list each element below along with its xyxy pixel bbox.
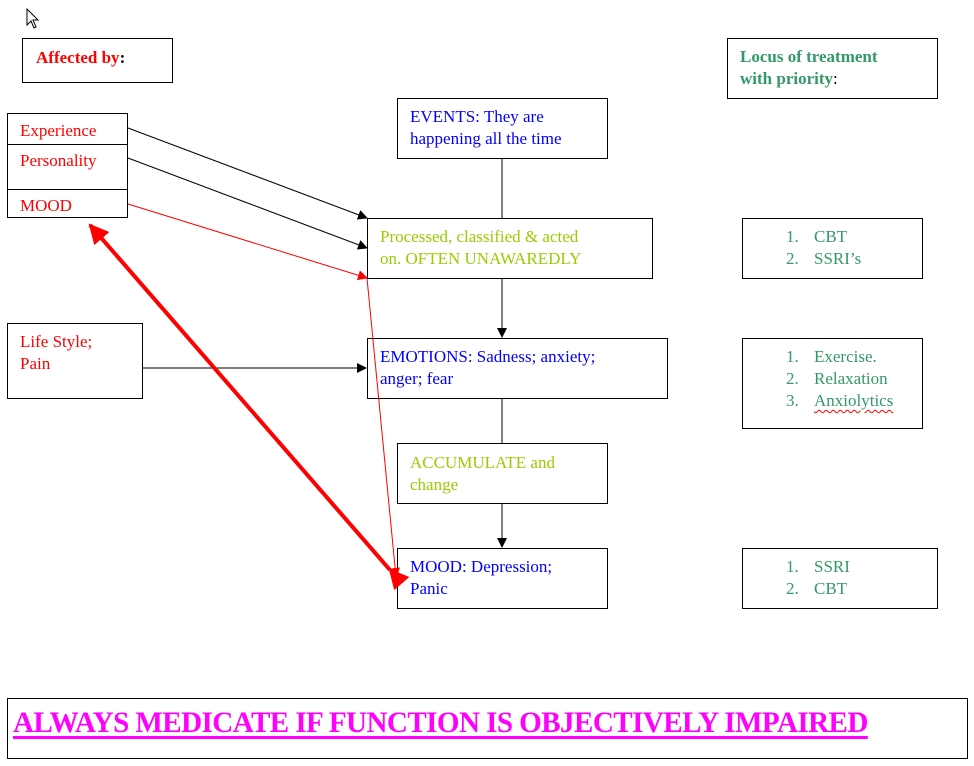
treatment-label: CBT [814, 227, 848, 246]
treatment-num: 1. [786, 557, 799, 576]
accumulate-line2: change [410, 475, 459, 494]
treatment-num: 3. [786, 391, 799, 410]
factor-mood-label: MOOD [20, 196, 72, 215]
affected-by-colon: : [119, 48, 126, 67]
treatment-emotions-box: 1. Exercise. 2. Relaxation 3. Anxiolytics [742, 338, 923, 429]
factor-experience: Experience [8, 114, 127, 145]
accumulate-line1: ACCUMULATE and [410, 453, 555, 472]
mood-line1: MOOD: Depression; [410, 557, 553, 576]
treatment-item: 1. CBT [786, 226, 861, 248]
factor-personality-label: Personality [20, 151, 97, 170]
affected-by-label: Affected by: [36, 47, 125, 69]
processed-box: Processed, classified & acted on. OFTEN … [367, 218, 653, 279]
treatment-item: 2. Relaxation [786, 368, 893, 390]
arrow-mood-to-processed [127, 203, 368, 281]
factor-mood: MOOD [8, 190, 127, 217]
processed-line1: Processed, classified & acted [380, 227, 579, 246]
accumulate-box: ACCUMULATE and change [397, 443, 608, 504]
treatment-emotions-list: 1. Exercise. 2. Relaxation 3. Anxiolytics [786, 346, 893, 412]
treatment-label: SSRI [814, 557, 850, 576]
locus-header-box: Locus of treatment with priority: [727, 38, 938, 99]
factor-personality: Personality [8, 144, 127, 190]
treatment-item: 2. SSRI’s [786, 248, 861, 270]
events-line2: happening all the time [410, 129, 562, 148]
treatment-label-spellcheck: Anxiolytics [814, 391, 894, 410]
banner-text: ALWAYS MEDICATE IF FUNCTION IS OBJECTIVE… [13, 706, 868, 739]
treatment-label: CBT [814, 579, 848, 598]
mouse-cursor-icon [26, 8, 40, 29]
treatment-item: 1. SSRI [786, 556, 850, 578]
treatment-processed-box: 1. CBT 2. SSRI’s [742, 218, 923, 279]
arrow-mood-feedback-thick [88, 223, 410, 591]
treatment-num: 2. [786, 579, 799, 598]
treatment-label: Exercise. [814, 347, 877, 366]
treatment-num: 1. [786, 347, 799, 366]
factor-experience-label: Experience [20, 121, 97, 140]
affected-by-header-box: Affected by: [22, 38, 173, 83]
treatment-label: SSRI’s [814, 249, 862, 268]
emotions-line1: EMOTIONS: Sadness; anxiety; [380, 347, 596, 366]
locus-line2: with priority: [740, 68, 838, 90]
factor-stack: Experience Personality MOOD [7, 113, 128, 218]
treatment-processed-list: 1. CBT 2. SSRI’s [786, 226, 861, 270]
lifestyle-line2: Pain [20, 354, 51, 373]
events-box: EVENTS: They are happening all the time [397, 98, 608, 159]
arrow-processed-to-mood-red [366, 277, 401, 578]
treatment-num: 1. [786, 227, 799, 246]
treatment-item: 3. Anxiolytics [786, 390, 893, 412]
affected-by-text: Affected by [36, 48, 120, 67]
arrow-experience-to-processed [127, 127, 368, 220]
arrow-personality-to-processed [127, 157, 368, 250]
treatment-num: 2. [786, 369, 799, 388]
events-line1: EVENTS: They are [410, 107, 544, 126]
locus-colon: : [833, 69, 838, 88]
mood-box: MOOD: Depression; Panic [397, 548, 608, 609]
treatment-label: Relaxation [814, 369, 888, 388]
emotions-box: EMOTIONS: Sadness; anxiety; anger; fear [367, 338, 668, 399]
mood-line2: Panic [410, 579, 448, 598]
treatment-mood-list: 1. SSRI 2. CBT [786, 556, 850, 600]
treatment-item: 2. CBT [786, 578, 850, 600]
treatment-mood-box: 1. SSRI 2. CBT [742, 548, 938, 609]
treatment-num: 2. [786, 249, 799, 268]
treatment-item: 1. Exercise. [786, 346, 893, 368]
locus-line2-text: with priority [740, 69, 834, 88]
processed-line2: on. OFTEN UNAWAREDLY [380, 249, 582, 268]
lifestyle-line1: Life Style; [20, 332, 93, 351]
banner-box [7, 698, 968, 759]
locus-line1: Locus of treatment [740, 47, 878, 66]
